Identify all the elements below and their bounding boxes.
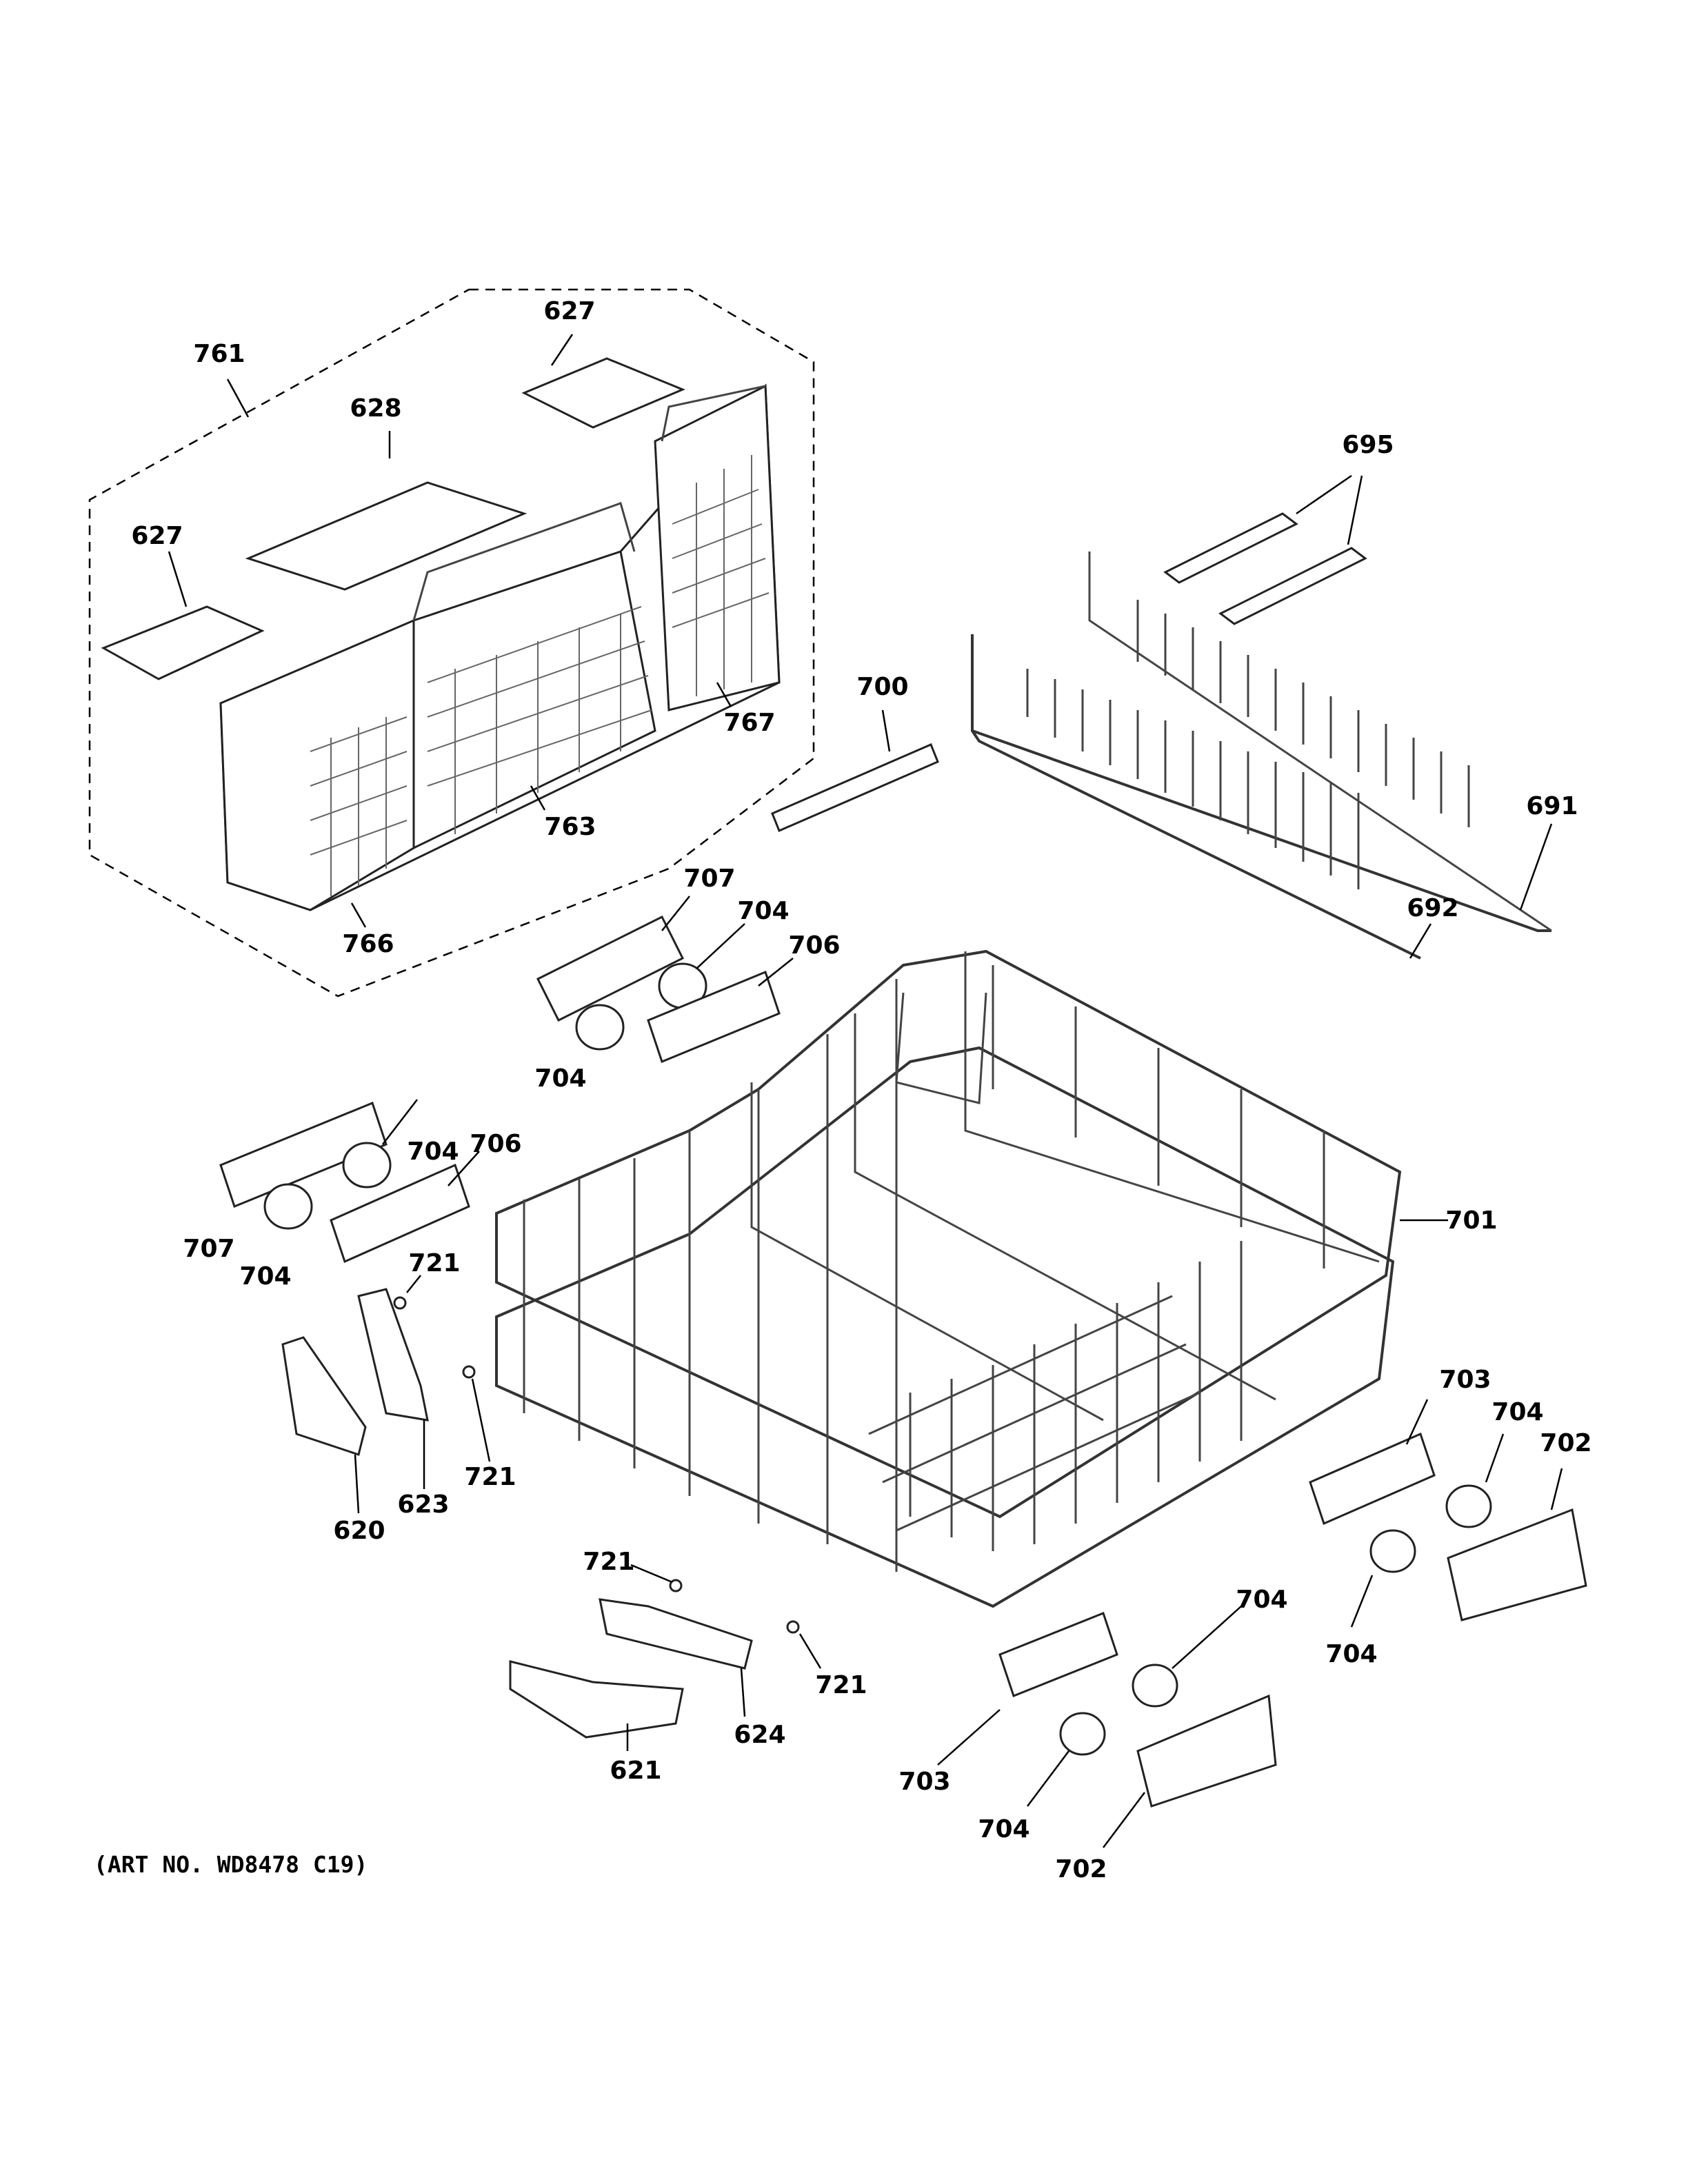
callout-703: 703 xyxy=(898,1768,951,1796)
lower-rack xyxy=(495,949,1402,1608)
callout-763: 763 xyxy=(544,813,596,841)
callout-704: 704 xyxy=(407,1138,459,1166)
callout-627: 627 xyxy=(131,522,183,550)
callout-701: 701 xyxy=(1445,1206,1498,1235)
lid-628 xyxy=(245,481,528,591)
callout-621: 621 xyxy=(610,1757,662,1785)
callout-721: 721 xyxy=(815,1671,867,1699)
callout-767: 767 xyxy=(723,709,776,737)
callout-692: 692 xyxy=(1407,894,1459,922)
callout-704: 704 xyxy=(737,897,790,925)
callout-704: 704 xyxy=(239,1262,292,1291)
callout-704: 704 xyxy=(1491,1398,1544,1426)
part-624 xyxy=(599,1598,753,1670)
callout-766: 766 xyxy=(342,930,394,958)
callout-706: 706 xyxy=(470,1130,522,1158)
callout-620: 620 xyxy=(333,1517,385,1545)
callout-706: 706 xyxy=(788,931,841,960)
callout-707: 707 xyxy=(183,1235,235,1263)
callout-721: 721 xyxy=(464,1463,516,1491)
rack-caps xyxy=(281,1288,800,1739)
callout-707: 707 xyxy=(683,865,736,893)
basket-lids xyxy=(101,357,685,680)
callout-704: 704 xyxy=(534,1064,587,1093)
art-number-label: (ART NO. WD8478 C19) xyxy=(94,1851,368,1878)
leader-lines xyxy=(168,334,1563,1848)
clips-695 xyxy=(1163,512,1367,625)
part-700 xyxy=(771,743,939,832)
callout-627: 627 xyxy=(543,297,596,325)
tine-racks xyxy=(971,552,1552,960)
callout-704: 704 xyxy=(1325,1640,1378,1668)
callout-704: 704 xyxy=(1236,1586,1288,1614)
callout-624: 624 xyxy=(734,1721,786,1749)
lid-627-left xyxy=(101,605,265,680)
part-623 xyxy=(357,1288,429,1422)
silverware-basket xyxy=(219,383,781,911)
callout-695: 695 xyxy=(1342,431,1394,459)
lid-627-right xyxy=(521,357,685,429)
wheel-assemblies xyxy=(219,915,1587,1808)
callout-702: 702 xyxy=(1540,1429,1592,1457)
callout-721: 721 xyxy=(408,1249,461,1277)
callout-704: 704 xyxy=(978,1815,1030,1843)
callout-702: 702 xyxy=(1055,1855,1107,1883)
callout-628: 628 xyxy=(350,394,402,423)
callout-761: 761 xyxy=(193,340,245,368)
part-621 xyxy=(509,1660,684,1739)
callout-703: 703 xyxy=(1439,1366,1491,1394)
part-620 xyxy=(281,1336,367,1456)
silverware-basket-group-outline xyxy=(88,288,815,998)
callout-691: 691 xyxy=(1526,792,1578,820)
callout-700: 700 xyxy=(856,673,909,701)
callout-721: 721 xyxy=(583,1548,635,1576)
callout-623: 623 xyxy=(397,1490,450,1519)
